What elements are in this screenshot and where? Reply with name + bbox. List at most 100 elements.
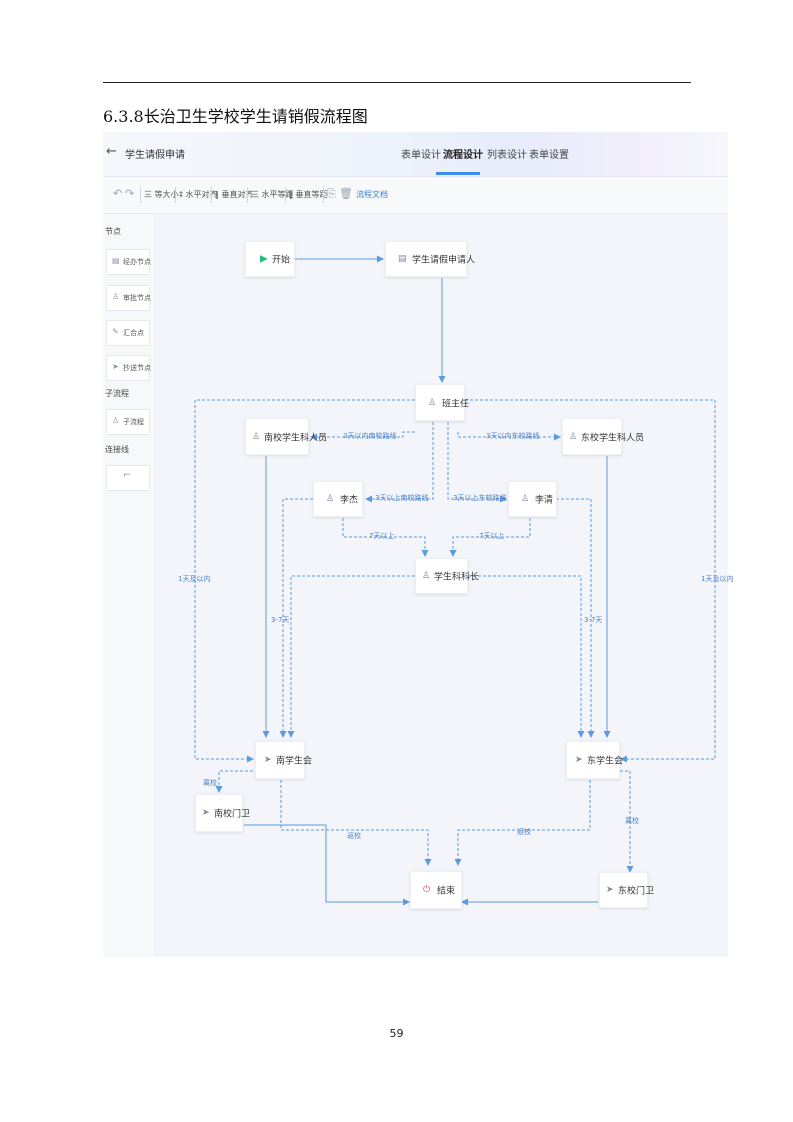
align-vertical-button[interactable]: ‖ 垂直对齐	[215, 190, 254, 199]
palette-item-handle-node[interactable]: ▤ 经办节点	[106, 249, 151, 275]
edge-head-south-staff[interactable]	[310, 431, 415, 441]
edge-lijie-chief[interactable]	[342, 518, 429, 557]
toolbar-divider	[140, 187, 141, 203]
send-icon: ➤	[575, 755, 583, 765]
palette-item-cc-node[interactable]: ➤ 抄送节点	[106, 355, 151, 381]
edge-head-south-sign[interactable]	[194, 399, 415, 763]
edge-label-south-back: 返校	[347, 832, 361, 840]
send-icon: ➤	[264, 755, 272, 765]
user-icon: ♙	[252, 431, 261, 442]
arrow-left-icon[interactable]: ←	[106, 144, 117, 159]
edge-head-east-staff[interactable]	[457, 432, 561, 441]
edge-liqing-east-sign[interactable]	[556, 498, 595, 738]
node-palette: 节点 ▤ 经办节点 ♙ 审批节点 ✎ 汇合点 ➤ 抄送节点 子流程 ♙ 子流程 …	[103, 214, 156, 957]
edge-label-east-back: 返校	[517, 828, 531, 836]
node-east-staff[interactable]: ♙ 东校学生科人员	[562, 418, 644, 455]
redo-icon[interactable]: ↷	[125, 187, 135, 200]
app-title: 学生请假申请	[125, 150, 185, 161]
edge-label-east-1-3: 3天以内东校路线	[486, 432, 540, 440]
stop-icon: ⏻	[423, 885, 431, 895]
send-icon: ➤	[202, 808, 210, 818]
edge-south-sign-end[interactable]	[280, 780, 432, 866]
edge-east-sign-guard[interactable]	[615, 770, 634, 873]
edge-head-east-sign[interactable]	[465, 399, 716, 763]
document-title: 6.3.8长治卫生学校学生请销假流程图	[103, 107, 368, 126]
user-icon: ♙	[326, 494, 335, 504]
document-icon: ▤	[112, 256, 120, 265]
edge-chief-east-sign[interactable]	[468, 575, 585, 738]
node-li-jie[interactable]: ♙ 李杰	[313, 481, 363, 517]
same-size-button[interactable]: 三 等大小	[144, 190, 179, 199]
align-horizontal-button[interactable]: ‡ 水平对齐	[179, 190, 218, 199]
user-icon: ♙	[521, 494, 530, 504]
app-header: ← 学生请假申请 表单设计 流程设计 列表设计 表单设置	[103, 132, 728, 177]
distribute-horizontal-button[interactable]: 三 水平等距	[251, 190, 294, 199]
palette-item-approve-node[interactable]: ♙ 审批节点	[106, 285, 151, 311]
play-icon: ▶	[260, 253, 268, 265]
flow-connectors	[194, 255, 716, 906]
send-icon: ➤	[606, 885, 614, 895]
edge-liqing-chief[interactable]	[449, 518, 531, 557]
send-icon: ➤	[112, 362, 119, 371]
edge-head-lijie[interactable]	[365, 422, 434, 503]
user-icon: ♙	[112, 416, 120, 425]
edge-label-left-1day: 1天及以内	[178, 575, 211, 583]
edge-lijie-south-sign[interactable]	[279, 498, 313, 738]
undo-icon[interactable]: ↶	[113, 187, 123, 200]
page-number: 59	[389, 1027, 404, 1040]
edge-label-south-leave: 离校	[203, 779, 217, 787]
user-icon: ♙	[569, 431, 578, 442]
trash-icon[interactable]: 🗑	[339, 187, 353, 200]
node-end[interactable]: ⏻ 结束	[410, 871, 462, 909]
workflow-designer: ← 学生请假申请 表单设计 流程设计 列表设计 表单设置 ↶ ↷ 三 等大小 ‡…	[103, 132, 733, 957]
node-head-teacher[interactable]: ♙ 班主任	[415, 384, 469, 421]
edge-label-right-3-7: 3-7天	[584, 616, 603, 624]
top-rule	[103, 82, 691, 83]
palette-section-connector: 连接线	[105, 445, 129, 454]
edge-east-sign-end[interactable]	[454, 780, 591, 866]
tab-flow-design[interactable]: 流程设计	[443, 150, 483, 161]
document-icon: ▤	[398, 254, 407, 264]
toolbar-divider	[247, 187, 248, 203]
edge-label-left-over7: 7天以上	[369, 532, 395, 540]
palette-item-subflow[interactable]: ♙ 子流程	[106, 409, 150, 435]
palette-section-subflow: 子流程	[105, 389, 129, 398]
flow-doc-link[interactable]: 流程文档	[356, 190, 388, 199]
palette-section-nodes: 节点	[105, 227, 121, 236]
palette-item-merge-node[interactable]: ✎ 汇合点	[106, 320, 150, 346]
toolbar: ↶ ↷ 三 等大小 ‡ 水平对齐 ‖ 垂直对齐 三 水平等距 ‖ 垂直等距 ⎘ …	[103, 177, 728, 214]
active-tab-indicator	[436, 172, 480, 175]
node-section-chief[interactable]: ♙ 学生科科长	[415, 558, 479, 594]
edge-label-east-3-up: 3天以上东校路线	[453, 494, 507, 502]
node-south-guard[interactable]: ➤ 南校门卫	[195, 794, 250, 832]
tab-form-design[interactable]: 表单设计	[401, 150, 441, 161]
copy-icon[interactable]: ⎘	[327, 187, 336, 200]
edge-chief-south-sign[interactable]	[287, 575, 415, 738]
node-apply[interactable]: ▤ 学生请假申请人	[385, 241, 475, 277]
toolbar-divider	[211, 187, 212, 203]
tab-form-settings[interactable]: 表单设置	[529, 150, 569, 161]
user-icon: ♙	[422, 571, 431, 581]
node-east-sign[interactable]: ➤ 东学生会	[566, 741, 623, 779]
distribute-vertical-button[interactable]: ‖ 垂直等距	[289, 190, 328, 199]
edge-label-right-over7: 7天以上	[479, 532, 505, 540]
edge-label-east-leave: 离校	[625, 817, 639, 825]
edge-label-left-3-7: 3-7天	[271, 616, 290, 624]
node-south-sign[interactable]: ➤ 南学生会	[255, 741, 312, 779]
node-east-guard[interactable]: ➤ 东校门卫	[599, 872, 654, 908]
node-start[interactable]: ▶ 开始	[245, 241, 295, 277]
connector-line-icon: ⌐	[123, 470, 132, 481]
edge-head-liqing[interactable]	[447, 422, 507, 503]
tab-list-design[interactable]: 列表设计	[487, 150, 527, 161]
toolbar-divider	[175, 187, 176, 203]
edge-south-sign-guard[interactable]	[215, 770, 258, 793]
edge-south-guard-end[interactable]	[244, 824, 410, 906]
edge-label-south-1-3: 3天以内南校路线	[343, 432, 397, 440]
toolbar-divider	[285, 187, 286, 203]
pen-icon: ✎	[112, 327, 119, 336]
node-li-qing[interactable]: ♙ 李清	[508, 481, 557, 517]
palette-item-connector[interactable]: ⌐	[106, 465, 150, 491]
edge-label-south-3-up: 3天以上南校路线	[375, 494, 429, 502]
edge-label-right-1day: 1天及以内	[701, 575, 734, 583]
node-south-staff[interactable]: ♙ 南校学生科人员	[245, 418, 327, 455]
